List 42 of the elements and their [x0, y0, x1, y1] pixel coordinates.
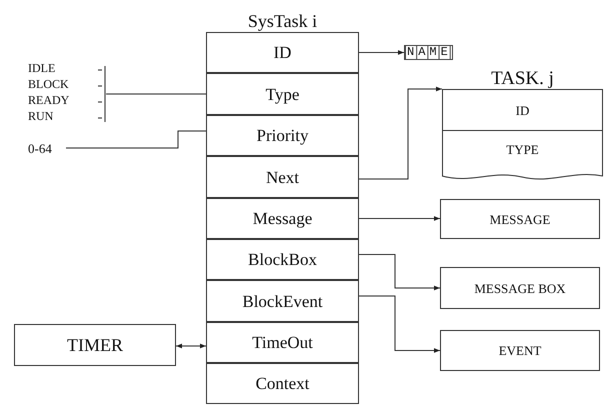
field-row [206, 280, 359, 322]
state-label: IDLE [28, 60, 56, 76]
field-label: TIMER [67, 338, 123, 352]
field-label: Next [266, 170, 300, 184]
box-title: TASK. j [491, 69, 554, 89]
field-row [206, 73, 359, 115]
field-row [206, 239, 359, 280]
arrow [358, 216, 440, 221]
range-label: 0-64 [28, 142, 52, 154]
field-row [206, 156, 359, 198]
field-label: Context [256, 376, 310, 391]
field-row [206, 198, 359, 239]
field-label: TimeOut [252, 335, 313, 350]
struct-box [440, 199, 600, 239]
field-label: Type [266, 86, 300, 102]
arrow [358, 50, 404, 55]
field-row [206, 363, 359, 404]
struct-box [14, 324, 176, 366]
field-label: BlockEvent [242, 294, 323, 308]
field-label: BlockBox [248, 252, 317, 267]
field-row [206, 32, 359, 73]
field-row [206, 322, 359, 363]
field-row [206, 115, 359, 156]
box-title: SysTask i [248, 12, 318, 32]
task-field [442, 89, 603, 131]
field-label: Priority [256, 128, 308, 143]
arrow [176, 344, 206, 348]
field-label: ID [516, 102, 530, 118]
field-label: MESSAGE [490, 212, 550, 226]
field-label: EVENT [498, 343, 542, 358]
field-label: Message [252, 211, 312, 226]
field-label: ID [274, 45, 292, 60]
arrow [358, 254, 440, 290]
state-label: READY [28, 92, 70, 108]
arrow [358, 296, 440, 353]
state-label: RUN [28, 108, 54, 124]
connector-line [66, 130, 206, 148]
state-label: BLOCK [28, 76, 70, 92]
struct-box [440, 267, 600, 309]
field-label: MESSAGE BOX [474, 280, 566, 296]
arrow [358, 86, 442, 180]
struct-box [440, 330, 600, 371]
